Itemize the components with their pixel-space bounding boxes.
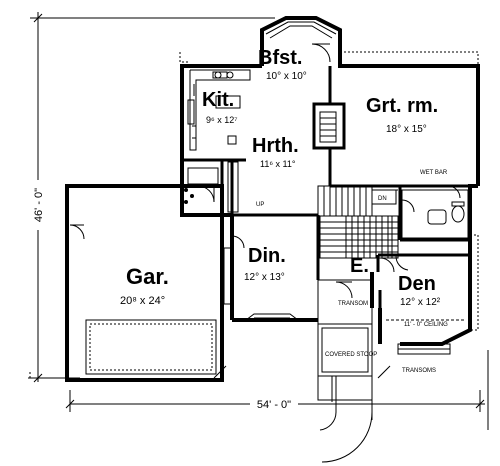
garage [65,184,224,382]
powder-room [371,185,470,239]
kitchen-misc [184,188,194,204]
windows [223,161,451,355]
transoms-note: TRANSOMS [402,368,436,374]
kit-dims: 9⁶ x 12⁷ [206,115,237,125]
din-dims: 12° x 13° [244,272,285,283]
wet-bar-note: WET BAR [420,170,448,176]
entry-label: E. [350,255,369,277]
stoop-dimension-marker [377,365,391,379]
depth-dimension-mask [30,180,48,230]
depth-dimension-text: 46' - 0" [33,188,45,222]
entry-stoop [317,279,373,463]
den-label: Den [398,273,436,295]
kit-label: Kit. [202,89,234,111]
bfst-dims: 10° x 10° [266,71,307,82]
bfst-label: Bfst. [258,47,302,69]
tile-floor [345,215,399,259]
gar-dims: 20⁸ x 24° [120,295,165,307]
kitchen-counters [187,69,251,185]
covered-stoop-note: COVERED STOOP [325,352,377,358]
gar-label: Gar. [126,264,169,289]
dn-note: DN [378,196,387,202]
din-label: Din. [248,245,286,267]
grtrm-dims: 18° x 15° [386,124,427,135]
width-dimension-text: 54' - 0" [257,399,291,411]
den-dims: 12° x 12² [400,297,441,308]
transom-note: TRANSOM [338,301,368,307]
up-note: UP [256,202,264,208]
breakfast-bay [265,21,337,39]
grtrm-label: Grt. rm. [366,95,438,117]
width-dimension-mask [250,396,298,410]
ceiling-note: 11' - 0" CEILING [404,322,448,328]
hrth-dims: 11⁶ x 11° [260,159,296,169]
garage-dimension-marker [213,365,227,379]
hrth-label: Hrth. [252,135,299,157]
door-swings [197,43,409,299]
fireplace [312,102,346,150]
